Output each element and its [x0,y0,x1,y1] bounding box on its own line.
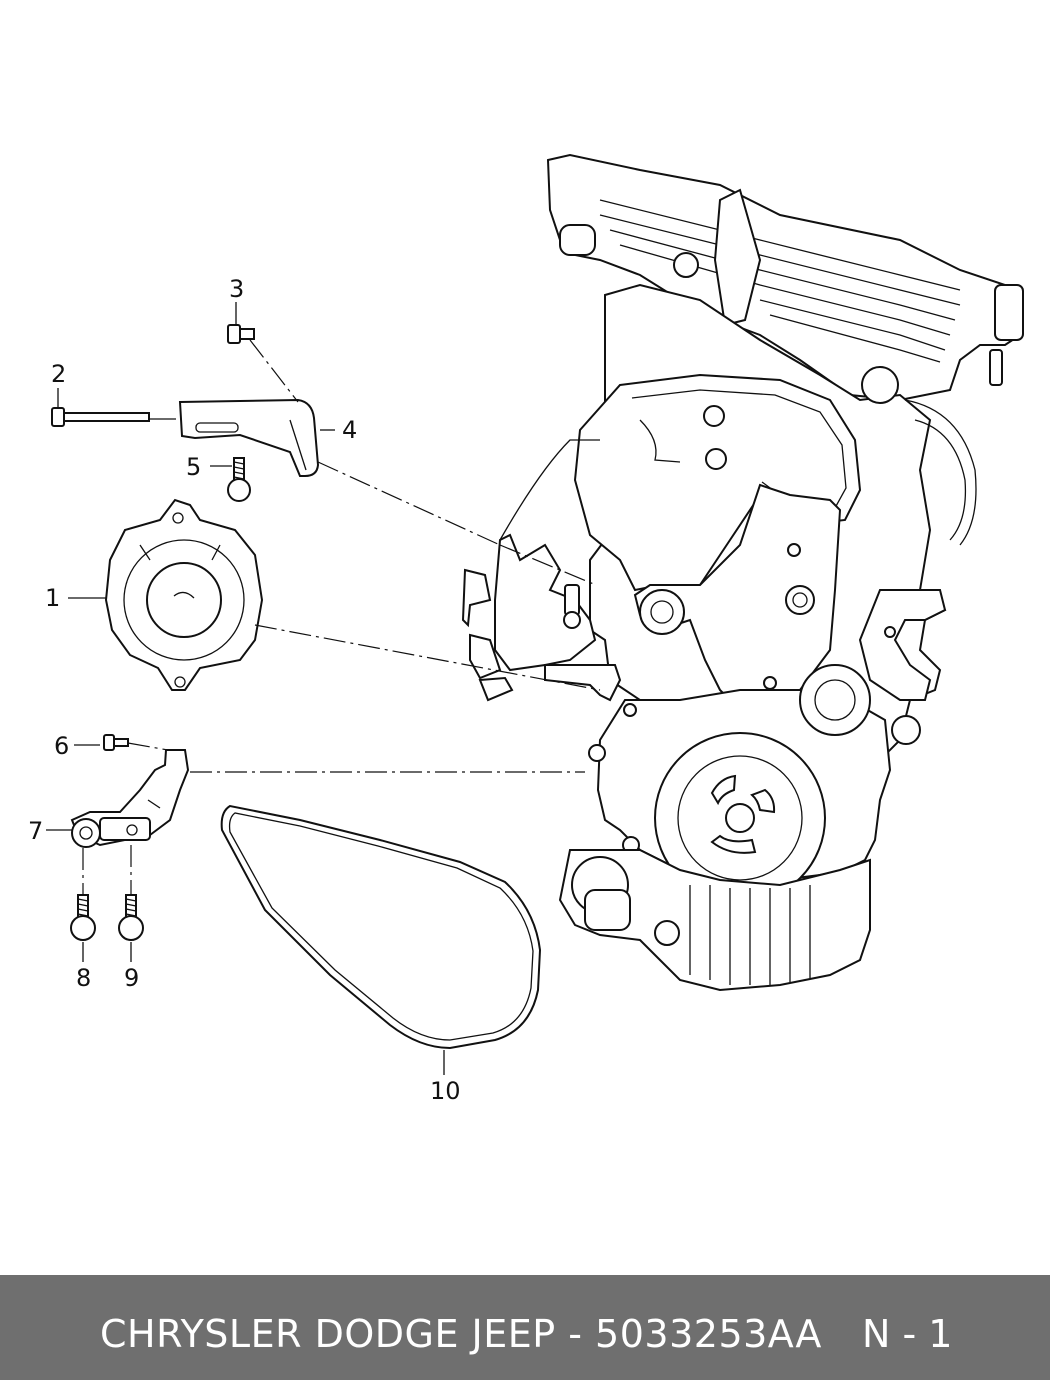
callout-2: 2 [51,360,67,388]
engine-mount-bracket [633,483,947,712]
crankshaft-pulley [588,664,921,904]
footer-bar [0,1275,1050,1380]
part-3-bolt [227,324,255,344]
intake-manifold [546,153,1024,402]
part-10-drive-belt [220,804,542,1050]
callout-3: 3 [229,275,245,303]
parts-diagram [46,153,1024,1075]
part-6-bolt [103,734,129,751]
callout-8: 8 [76,964,92,992]
assembly-dash-lines [82,339,601,895]
callout-10: 10 [430,1077,461,1105]
oil-pan [558,849,871,992]
callout-5: 5 [186,453,202,481]
part-9-bolt [118,894,144,941]
engine-side-bosses [461,439,622,702]
callout-9: 9 [124,964,140,992]
callout-7: 7 [28,817,44,845]
footer-part-title: CHRYSLER DODGE JEEP - 5033253AA [100,1312,822,1356]
callout-4: 4 [342,416,358,444]
leader-lines [46,302,445,1075]
part-5-bolt [227,457,251,502]
part-1-alternator [104,498,264,691]
part-8-bolt [70,894,96,941]
callout-6: 6 [54,732,70,760]
callout-1: 1 [45,584,61,612]
part-4-bracket [178,398,320,477]
part-7-tensioner [70,749,190,848]
footer-page-label: N - 1 [862,1312,953,1356]
part-2-bolt [51,407,150,427]
engine-assembly [461,153,1024,992]
